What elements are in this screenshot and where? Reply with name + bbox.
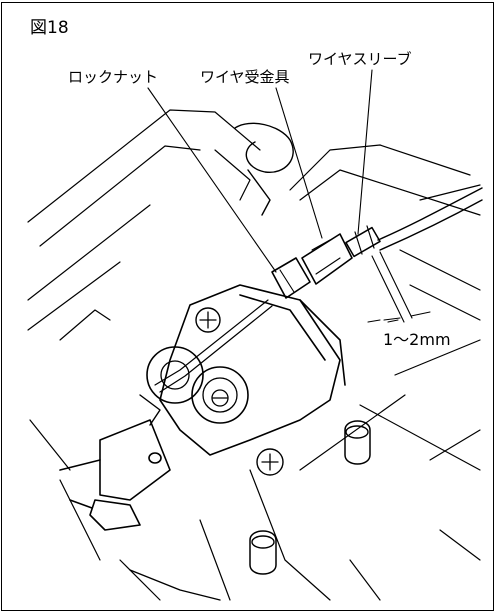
wire-receiver-label: ワイヤ受金具: [200, 68, 290, 86]
mounting-screws: [195, 307, 284, 476]
wire-sleeve-label: ワイヤスリーブ: [308, 50, 412, 68]
throttle-lever: [139, 346, 204, 426]
lower-spout: [59, 419, 171, 531]
carburetor-body: [159, 284, 346, 456]
clearance-dimension-label: 1～2mm: [383, 330, 451, 349]
adjustment-screw: [191, 366, 249, 424]
dimension-marks: [367, 251, 431, 323]
lock-nut-label: ロックナット: [68, 68, 159, 86]
figure-number: 図18: [30, 18, 69, 38]
bolt-heads: [129, 420, 371, 601]
lock-nut: [271, 257, 311, 299]
throttle-cable: [377, 187, 483, 251]
wire-sleeve: [345, 225, 381, 258]
upper-bracket: [234, 122, 294, 216]
engine-frame-lines: [27, 109, 481, 601]
leader-lines: [147, 69, 373, 273]
inner-wire: [154, 299, 273, 393]
wire-receiver: [301, 233, 353, 285]
